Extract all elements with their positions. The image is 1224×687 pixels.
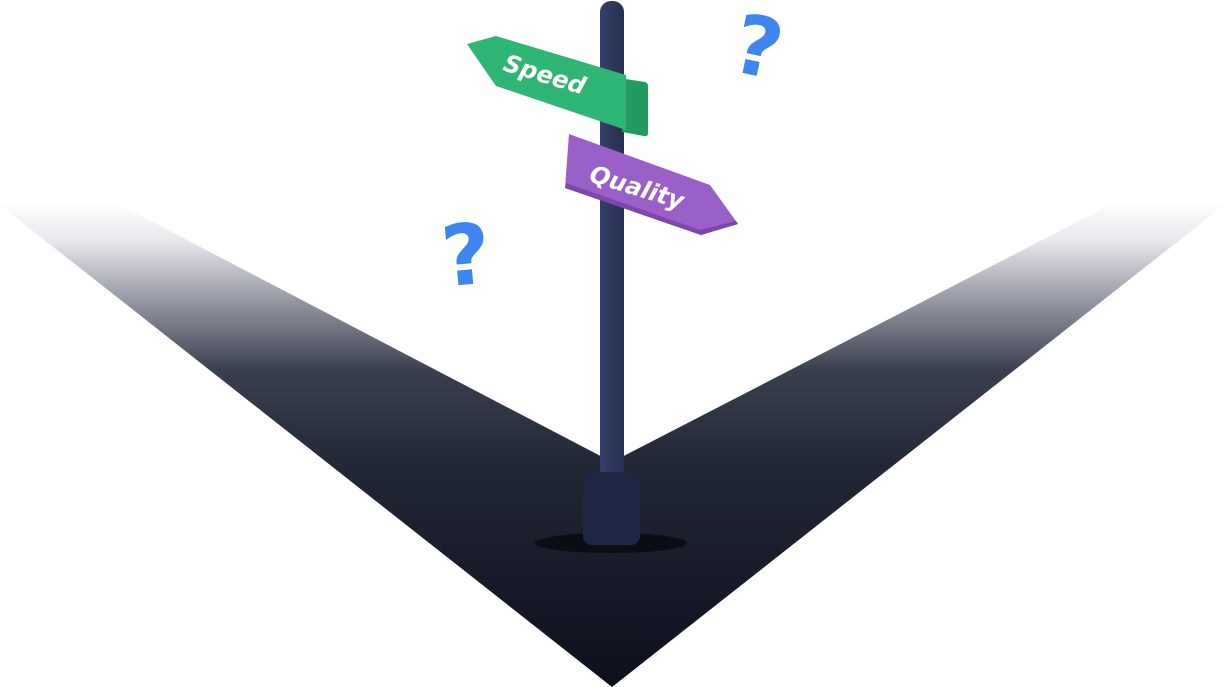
- road-fork: [0, 205, 1224, 687]
- quality-sign-board: [565, 134, 738, 235]
- signpost-base: [583, 472, 640, 545]
- quality-sign: Quality: [565, 134, 738, 235]
- question-mark-icon: ?: [437, 204, 494, 306]
- question-mark-icon: ?: [725, 0, 791, 99]
- speed-sign-board: [467, 36, 626, 130]
